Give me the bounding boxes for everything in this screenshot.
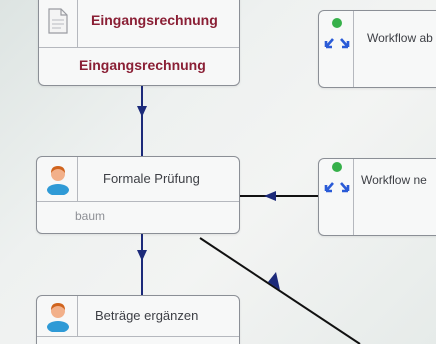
- node-formale-pruefung[interactable]: Formale Prüfung baum: [36, 156, 240, 234]
- node-divider: [353, 11, 354, 87]
- node-title: Beträge ergänzen: [95, 308, 199, 323]
- arrow-head: [137, 106, 147, 117]
- node-subtitle: baum: [75, 209, 106, 223]
- connector-check-diagonal: [199, 237, 361, 344]
- node-workflow-top[interactable]: Workflow ab: [318, 10, 436, 88]
- node-divider: [77, 157, 78, 201]
- arrow-head: [137, 250, 147, 261]
- node-divider: [353, 159, 354, 235]
- node-workflow-mid[interactable]: Workflow ne: [318, 158, 436, 236]
- arrow-head: [264, 191, 276, 201]
- node-title: Workflow ne: [361, 173, 427, 187]
- user-icon: [47, 303, 69, 332]
- node-divider: [77, 296, 78, 336]
- node-title: Workflow ab: [367, 31, 433, 45]
- workflow-icon: [324, 18, 350, 49]
- node-title: Formale Prüfung: [103, 171, 200, 186]
- workflow-icon: [324, 162, 350, 193]
- node-subtitle: Eingangsrechnung: [79, 57, 206, 73]
- node-betraege-ergaenzen[interactable]: Beträge ergänzen: [36, 295, 240, 344]
- arrow-head: [268, 272, 280, 290]
- node-title: Eingangsrechnung: [91, 12, 218, 28]
- node-header: Formale Prüfung: [37, 157, 239, 202]
- node-eingangsrechnung[interactable]: Eingangsrechnung Eingangsrechnung: [38, 0, 240, 86]
- node-divider: [77, 0, 78, 47]
- document-icon: [48, 8, 68, 34]
- node-header: Beträge ergänzen: [37, 296, 239, 337]
- node-header: Eingangsrechnung: [39, 0, 239, 48]
- user-icon: [47, 166, 69, 195]
